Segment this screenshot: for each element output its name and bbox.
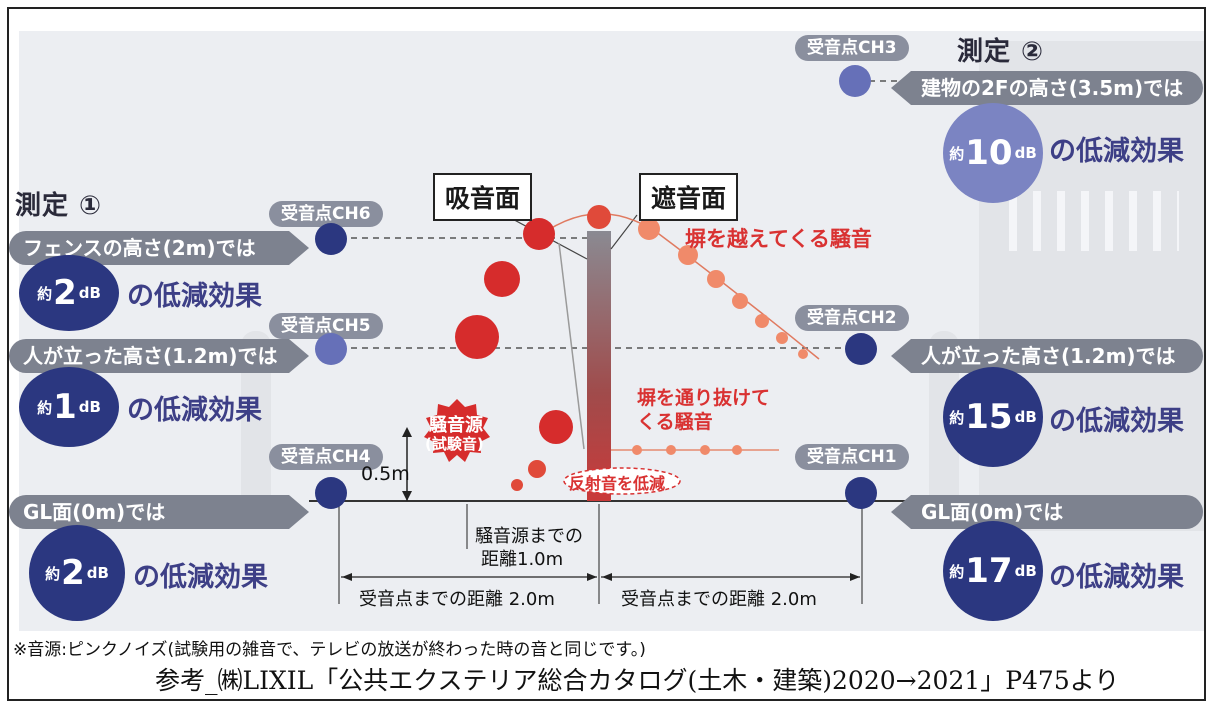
left-ground-unit: dB	[86, 564, 109, 582]
left-fence-effect: の低減効果	[127, 281, 262, 312]
left-ground-value: 2	[61, 553, 85, 593]
left-ground-value-circle: 約 2 dB	[29, 525, 125, 621]
distance-to-source-2: 距離1.0m	[481, 549, 564, 570]
right-person-value-circle: 約 15 dB	[943, 367, 1043, 467]
building-window-band	[1009, 191, 1179, 251]
right-ground-unit: dB	[1014, 562, 1037, 580]
receiver-ch6-dot	[315, 223, 347, 255]
receiver-ch2-dot	[845, 333, 877, 365]
right-ground-tag: GL面(0m)では	[891, 495, 1203, 529]
receiver-ch1-label: 受音点CH1	[795, 444, 909, 470]
footnote: ※音源:ピンクノイズ(試験用の雑音で、テレビの放送が終わった時の音と同じです。)	[13, 640, 646, 660]
right-building-value: 10	[965, 133, 1013, 173]
noise-source-label-1: 騒音源	[429, 415, 483, 436]
receiver-ch2-label: 受音点CH2	[795, 305, 909, 331]
left-person-prefix: 約	[37, 398, 53, 417]
figure-frame: 測定 ① 測定 ② 受音点CH6 受音点CH5 受音点CH4 受音点CH3 受音…	[7, 7, 1206, 701]
right-person-effect: の低減効果	[1049, 406, 1184, 437]
reflection-reduce-label: 反射音を低減	[569, 474, 666, 493]
distance-to-receiver-left: 受音点までの距離 2.0m	[359, 589, 555, 610]
receiver-ch1-dot	[845, 477, 877, 509]
left-fence-value-circle: 約 2 dB	[19, 255, 119, 331]
left-ground-tag: GL面(0m)では	[9, 495, 309, 529]
right-person-value: 15	[965, 397, 1013, 437]
right-ground-prefix: 約	[949, 562, 965, 581]
left-ground-prefix: 約	[45, 564, 61, 583]
receiver-ch6-label: 受音点CH6	[269, 201, 383, 227]
over-wall-noise-label: 塀を越えてくる騒音	[685, 227, 872, 251]
left-person-unit: dB	[78, 398, 101, 416]
right-building-tag: 建物の2Fの高さ(3.5m)では	[891, 71, 1203, 105]
absorb-surface-label: 吸音面	[433, 173, 533, 221]
receiver-ch3-label: 受音点CH3	[795, 35, 909, 61]
right-building-unit: dB	[1014, 144, 1037, 162]
right-building-effect: の低減効果	[1049, 136, 1184, 167]
receiver-ch4-dot	[315, 477, 347, 509]
through-wall-noise-label-1: 塀を通り抜けて	[637, 387, 771, 409]
left-fence-prefix: 約	[37, 284, 53, 303]
receiver-ch4-label: 受音点CH4	[269, 444, 383, 470]
left-person-effect: の低減効果	[127, 395, 262, 426]
right-ground-value: 17	[965, 551, 1013, 591]
left-ground-effect: の低減効果	[133, 562, 268, 593]
right-person-tag: 人が立った高さ(1.2m)では	[891, 339, 1203, 373]
right-ground-value-circle: 約 17 dB	[943, 521, 1043, 621]
receiver-ch5-dot	[315, 333, 347, 365]
measurement-2-title: 測定 ②	[957, 37, 1045, 67]
distance-to-source-1: 騒音源までの	[475, 526, 583, 547]
right-person-unit: dB	[1014, 408, 1037, 426]
left-person-tag: 人が立った高さ(1.2m)では	[9, 339, 309, 373]
noise-source-label-2: (試験音)	[425, 435, 484, 453]
receiver-ch3-dot	[839, 65, 871, 97]
left-person-value: 1	[53, 387, 77, 427]
right-ground-effect: の低減効果	[1049, 562, 1184, 593]
block-surface-label: 遮音面	[639, 173, 739, 221]
right-person-prefix: 約	[949, 408, 965, 427]
diagram-lines	[309, 80, 909, 604]
right-building-value-circle: 約 10 dB	[943, 103, 1043, 203]
left-fence-unit: dB	[78, 284, 101, 302]
source-height-label: 0.5m	[361, 463, 410, 485]
left-person-value-circle: 約 1 dB	[19, 367, 119, 447]
reference-citation: 参考_㈱LIXIL「公共エクステリア総合カタログ(土木・建築)2020→2021…	[155, 666, 1120, 695]
distance-to-receiver-right: 受音点までの距離 2.0m	[621, 589, 817, 610]
receiver-ch5-label: 受音点CH5	[269, 313, 383, 339]
right-building-prefix: 約	[949, 144, 965, 163]
left-fence-value: 2	[53, 273, 77, 313]
measurement-1-title: 測定 ①	[15, 191, 103, 221]
through-wall-noise-label-2: くる騒音	[637, 411, 713, 433]
